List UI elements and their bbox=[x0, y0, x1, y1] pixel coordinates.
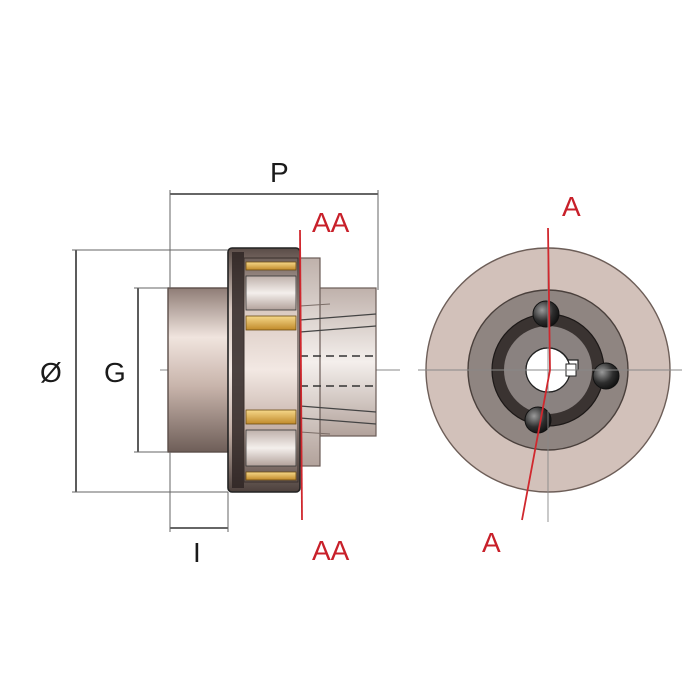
label-p: P bbox=[270, 157, 289, 188]
label-a-top: A bbox=[562, 191, 581, 222]
insert-bottom-inner bbox=[245, 409, 297, 425]
bolt-top bbox=[532, 300, 560, 328]
insert-top-inner bbox=[245, 315, 297, 331]
insert-top-outer bbox=[245, 261, 297, 271]
label-diameter: Ø bbox=[40, 357, 62, 388]
side-view bbox=[72, 190, 400, 532]
left-hub bbox=[167, 287, 231, 453]
label-a-bottom: A bbox=[482, 527, 501, 558]
label-aa-top: AA bbox=[312, 207, 350, 238]
bolt-right bbox=[592, 362, 620, 390]
bolt-bottom bbox=[524, 406, 552, 434]
label-aa-bottom: AA bbox=[312, 535, 350, 566]
section-line-a bbox=[521, 227, 551, 521]
section-line-aa bbox=[299, 229, 303, 521]
label-g: G bbox=[104, 357, 126, 388]
front-view bbox=[418, 227, 682, 522]
insert-bottom-outer bbox=[245, 471, 297, 481]
shaft-shoulder bbox=[299, 257, 321, 467]
label-i: I bbox=[193, 537, 201, 568]
bore-taper-lines bbox=[299, 313, 377, 425]
